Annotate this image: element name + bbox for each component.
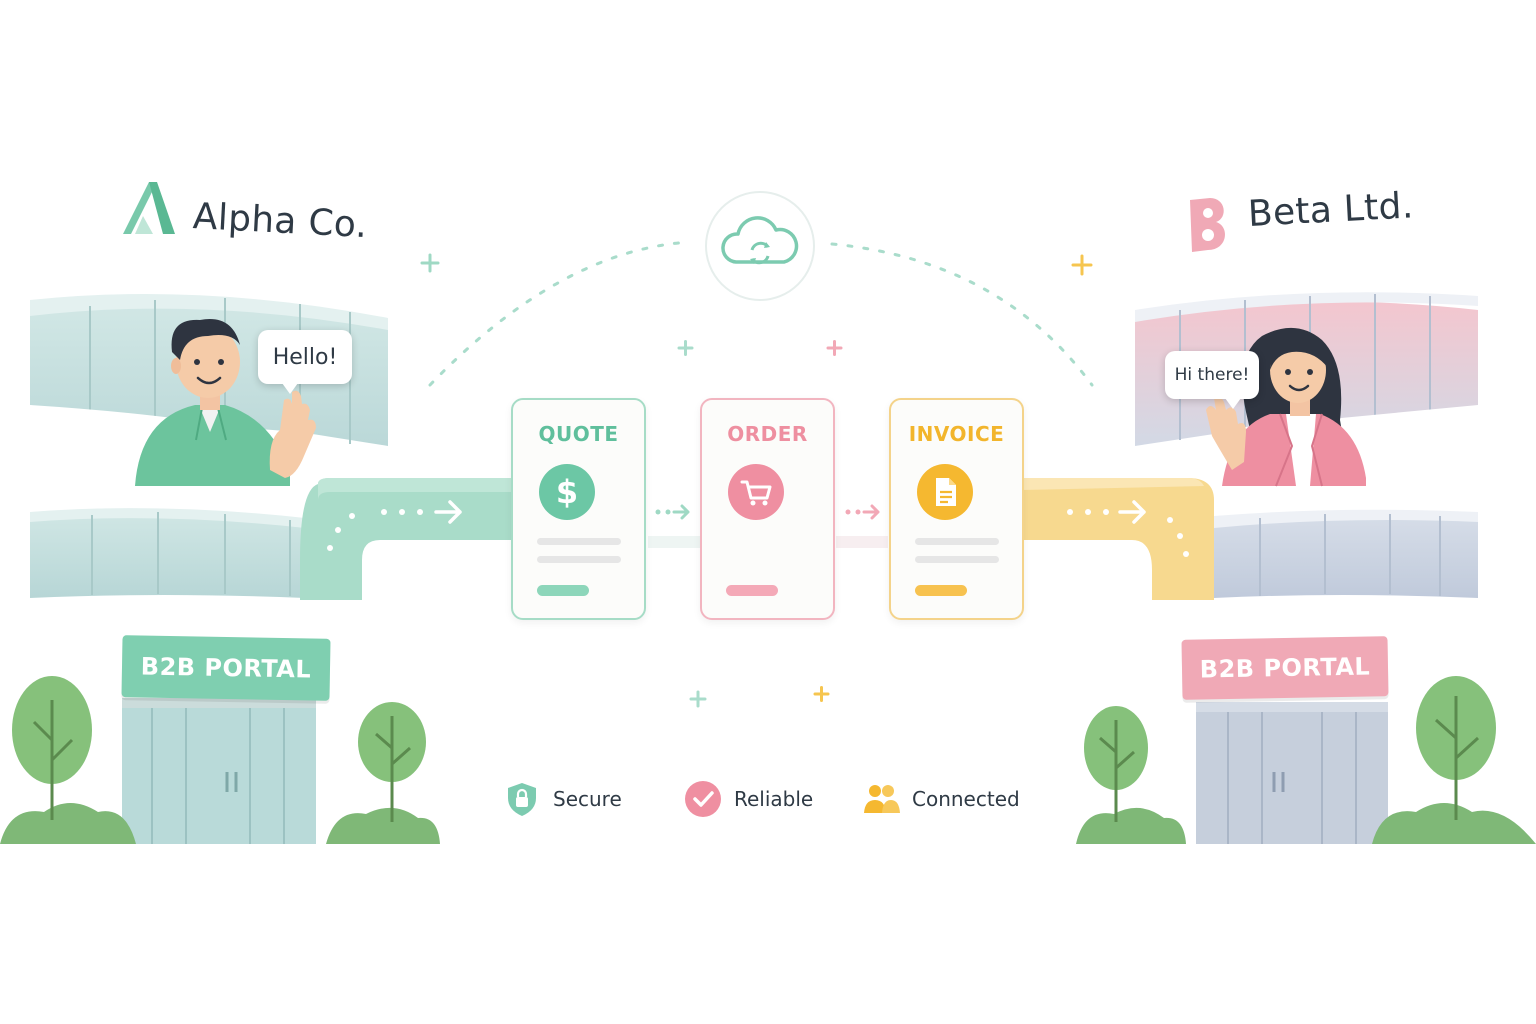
alpha-greeting: Hello! bbox=[272, 344, 338, 370]
feature-connected: Connected bbox=[862, 780, 1020, 818]
order-card-title: ORDER bbox=[727, 422, 808, 446]
invoice-card: INVOICE bbox=[889, 398, 1024, 620]
sparkle-plus-icon bbox=[420, 253, 1093, 708]
connection-arc bbox=[830, 242, 1094, 387]
quote-card: QUOTE $ bbox=[511, 398, 646, 620]
beta-speech-bubble: Hi there! bbox=[1165, 351, 1259, 409]
beta-greeting: Hi there! bbox=[1174, 365, 1250, 385]
order-card: ORDER bbox=[700, 398, 835, 620]
feature-reliable: Reliable bbox=[684, 780, 813, 818]
document-icon bbox=[917, 464, 973, 520]
order-status-bar bbox=[726, 585, 778, 596]
card-connector-arrow bbox=[648, 504, 888, 548]
feature-reliable-label: Reliable bbox=[734, 787, 814, 811]
feature-secure: Secure bbox=[503, 780, 622, 818]
invoice-status-bar bbox=[915, 585, 967, 596]
people-icon bbox=[862, 780, 900, 818]
alpha-portal-sign: B2B PORTAL bbox=[121, 635, 331, 701]
svg-text:$: $ bbox=[556, 473, 578, 511]
alpha-person bbox=[135, 319, 316, 486]
quote-card-title: QUOTE bbox=[538, 422, 619, 446]
beta-company-name: Beta Ltd. bbox=[1246, 185, 1415, 235]
shield-lock-icon bbox=[503, 780, 541, 818]
alpha-speech-bubble: Hello! bbox=[258, 330, 352, 394]
alpha-logo bbox=[123, 182, 175, 234]
beta-portal-sign: B2B PORTAL bbox=[1181, 636, 1389, 700]
feature-secure-label: Secure bbox=[553, 787, 622, 811]
beta-flow-pipe bbox=[1022, 478, 1214, 600]
beta-logo bbox=[1190, 198, 1226, 252]
tree-icon bbox=[1076, 676, 1536, 844]
beta-person bbox=[1206, 327, 1366, 487]
alpha-flow-pipe bbox=[300, 478, 512, 600]
dollar-icon: $ bbox=[539, 464, 595, 520]
quote-status-bar bbox=[537, 585, 589, 596]
check-circle-icon bbox=[684, 780, 722, 818]
tree-icon bbox=[0, 676, 440, 844]
feature-connected-label: Connected bbox=[912, 787, 1020, 811]
shopping-cart-icon bbox=[728, 464, 784, 520]
invoice-card-title: INVOICE bbox=[908, 422, 1005, 446]
connection-arc bbox=[428, 240, 692, 387]
cloud-sync-icon bbox=[705, 191, 815, 301]
